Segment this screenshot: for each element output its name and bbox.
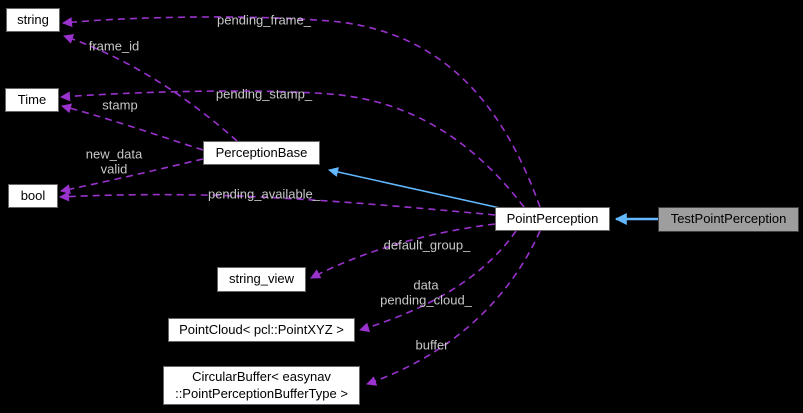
node-string[interactable]: string — [6, 8, 60, 32]
edge-pending-stamp — [60, 90, 525, 208]
edge-label-pending-frame: pending_frame_ — [217, 12, 311, 28]
edge-label-new-data-valid: new_data valid — [85, 146, 143, 177]
edge-inherit-base — [328, 167, 501, 209]
edge-label-default-group: default_group_ — [383, 237, 471, 253]
node-point-cloud[interactable]: PointCloud< pcl::PointXYZ > — [168, 318, 355, 342]
edge-frame-id — [63, 34, 238, 142]
node-circular-buffer[interactable]: CircularBuffer< easynav ::PointPerceptio… — [163, 366, 360, 405]
edge-label-buffer: buffer — [415, 337, 449, 353]
edge-default-group — [310, 223, 496, 279]
node-time[interactable]: Time — [5, 88, 59, 112]
edge-label-frame-id: frame_id — [88, 38, 140, 54]
node-perception-base[interactable]: PerceptionBase — [203, 141, 320, 165]
edge-new-data-valid — [60, 158, 204, 195]
node-point-perception[interactable]: PointPerception — [495, 207, 610, 231]
node-test-point-perception: TestPointPerception — [658, 207, 799, 232]
node-bool[interactable]: bool — [8, 184, 58, 208]
edge-pending-available — [59, 191, 496, 216]
edge-label-pending-available: pending_available_ — [207, 186, 321, 202]
edge-label-data-pending-cloud: data pending_cloud_ — [380, 277, 472, 308]
edge-pending-frame — [62, 16, 541, 208]
edge-label-pending-stamp: pending_stamp_ — [215, 86, 313, 102]
edge-stamp — [61, 103, 204, 151]
edge-label-stamp: stamp — [102, 97, 138, 113]
edge-data-pending-cloud — [359, 230, 517, 333]
node-string-view[interactable]: string_view — [217, 267, 306, 292]
